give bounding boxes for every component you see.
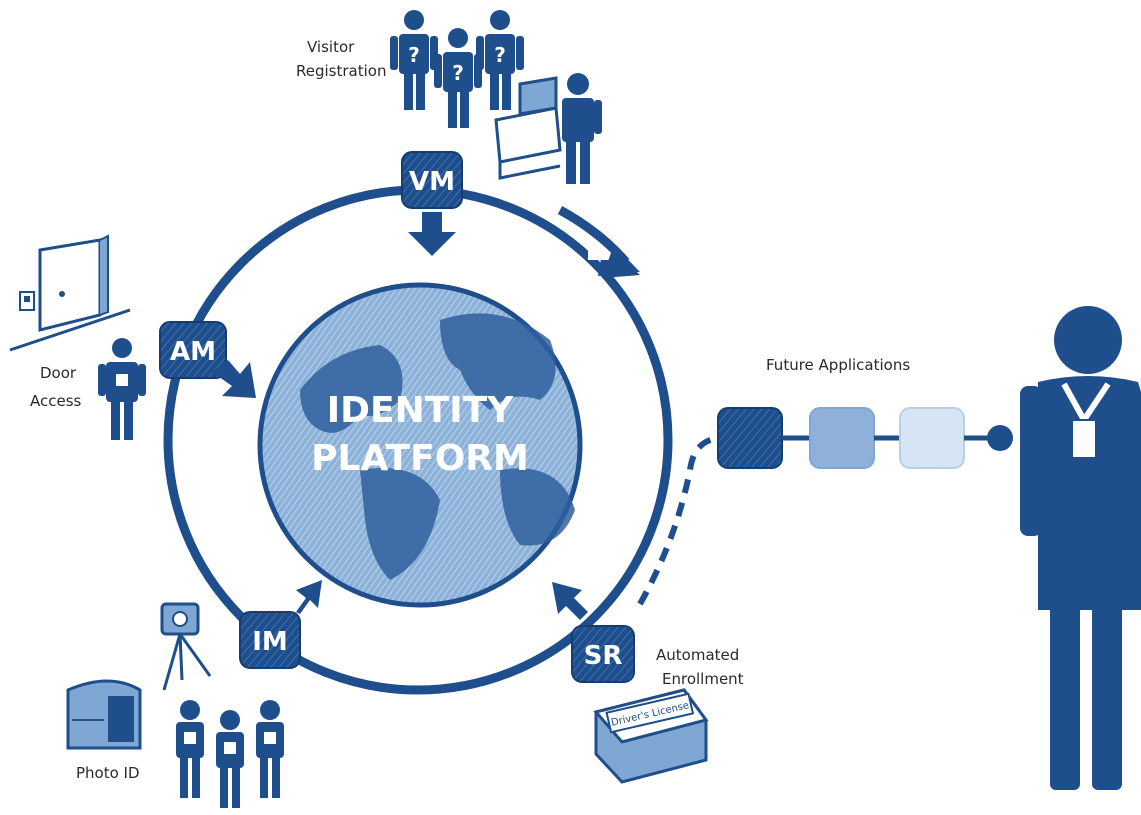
im-arrow-icon [296,580,322,614]
sr-module[interactable]: SR [552,582,635,683]
am-arrow-icon [212,360,256,398]
vm-badge [401,151,463,209]
im-badge [239,611,301,669]
sr-label-line1: Automated [656,646,739,664]
svg-text:?: ? [408,43,420,67]
globe-title-line1: IDENTITY [327,390,515,431]
im-badge-code: IM [252,627,288,657]
employee-figure-icon [1020,306,1141,790]
am-label-line1: Door [40,364,77,382]
globe-title-line2: PLATFORM [311,438,529,479]
am-badge-code: AM [170,337,216,367]
vm-label-line1: Visitor [307,38,355,56]
sr-badge [571,625,635,683]
sr-badge-code: SR [584,641,623,671]
vm-arrow-icon [408,212,456,256]
sr-arrow-icon [552,582,588,620]
svg-text:?: ? [494,43,506,67]
employees-group-icon [176,700,284,808]
license-scanner-icon: Driver's License [593,688,709,784]
future-app-1[interactable] [717,407,783,469]
im-label: Photo ID [76,764,140,782]
vm-label-line2: Registration [296,62,386,80]
im-module[interactable]: IM [239,580,322,669]
vm-module[interactable]: VM [401,151,463,256]
future-app-3[interactable] [899,407,965,469]
reception-desk-icon [494,76,562,180]
visitor-group-icon: ? ? ? [390,10,524,128]
am-module[interactable]: AM [159,321,256,398]
future-label: Future Applications [766,356,910,374]
id-card-printer-icon [66,679,142,750]
sr-label-line2: Enrollment [662,670,744,688]
vm-badge-code: VM [409,167,455,197]
globe: IDENTITY PLATFORM [257,282,583,608]
ring-arrow-head [602,250,640,278]
future-app-chain [717,407,1013,469]
am-label-line2: Access [30,392,82,410]
am-badge [159,321,227,379]
receptionist-icon [562,73,602,184]
future-connector-dashed [637,435,721,606]
future-app-2[interactable] [809,407,875,469]
future-end-node [987,425,1013,451]
svg-text:?: ? [452,61,464,85]
door-access-person-icon [98,338,146,440]
door-icon [9,234,131,352]
camera-tripod-icon [160,602,212,691]
